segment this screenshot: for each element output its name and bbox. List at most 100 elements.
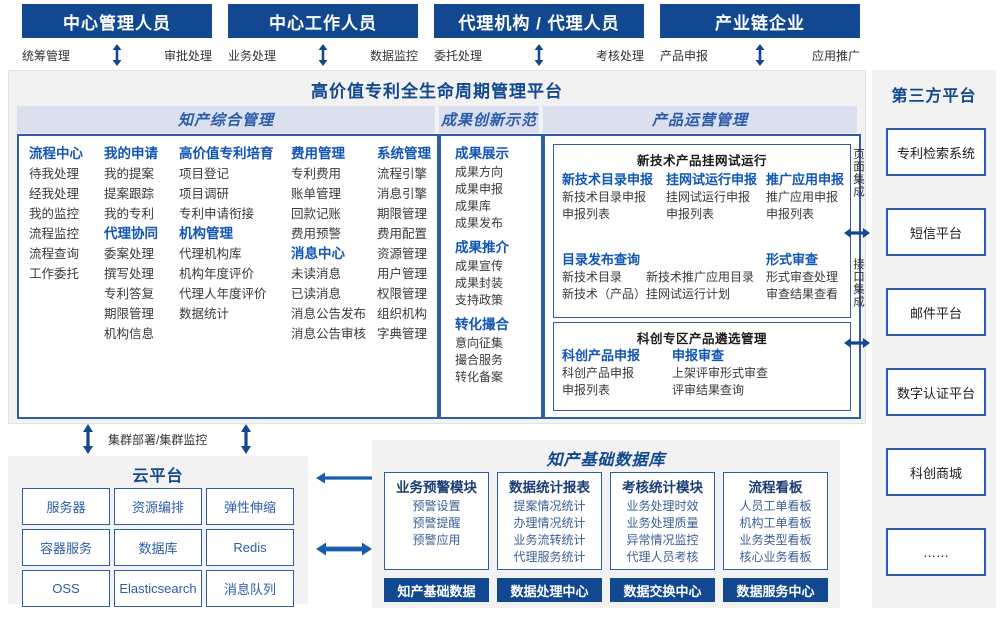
group-head[interactable]: 目录发布查询 (562, 252, 641, 267)
menu-item[interactable]: 消息引擎 (377, 187, 428, 201)
db-card-item[interactable]: 代理人员考核 (626, 550, 699, 564)
menu-item[interactable]: 权限管理 (377, 287, 428, 301)
db-card-item[interactable]: 机构工单看板 (739, 516, 812, 530)
menu-item[interactable]: 撮合服务 (455, 353, 504, 367)
menu-item[interactable]: 字典管理 (377, 327, 428, 341)
cloud-cell-mq[interactable]: 消息队列 (206, 570, 294, 607)
cloud-cell-autoscaling[interactable]: 弹性伸缩 (206, 488, 294, 525)
menu-item[interactable]: 申报列表 (666, 207, 715, 221)
menu-item[interactable]: 提案跟踪 (104, 187, 155, 201)
menu-item[interactable]: 流程引擎 (377, 167, 428, 181)
menu-item[interactable]: 上架评审形式审查 (672, 366, 769, 380)
menu-item[interactable]: 成果发布 (455, 216, 504, 230)
menu-item[interactable]: 工作委托 (29, 267, 80, 281)
menu-item[interactable]: 成果封装 (455, 276, 504, 290)
cloud-cell-elasticsearch[interactable]: Elasticsearch (114, 570, 202, 607)
menu-item[interactable]: 撰写处理 (104, 267, 155, 281)
db-card-item[interactable]: 办理情况统计 (513, 516, 586, 530)
menu-item[interactable]: 成果库 (455, 199, 492, 213)
menu-item[interactable]: 专利答复 (104, 287, 155, 301)
menu-item[interactable]: 资源管理 (377, 247, 428, 261)
group-head[interactable]: 成果展示 (455, 146, 509, 161)
cloud-cell-server[interactable]: 服务器 (22, 488, 110, 525)
menu-item[interactable]: 期限管理 (104, 307, 155, 321)
db-card-item[interactable]: 业务处理质量 (626, 516, 699, 530)
menu-item[interactable]: 意向征集 (455, 336, 504, 350)
db-card-item[interactable]: 预警应用 (412, 533, 461, 547)
menu-item[interactable]: 形式审查处理 (766, 270, 839, 284)
group-head[interactable]: 流程中心 (29, 146, 83, 161)
menu-item[interactable]: 专利费用 (291, 167, 342, 181)
db-footer-service[interactable]: 数据服务中心 (723, 578, 828, 602)
cloud-cell-orchestration[interactable]: 资源编排 (114, 488, 202, 525)
group-head[interactable]: 我的申请 (104, 146, 158, 161)
group-head[interactable]: 转化撮合 (455, 317, 509, 332)
menu-item[interactable]: 专利申请衔接 (179, 207, 255, 221)
menu-item[interactable]: 推广应用申报 (766, 190, 839, 204)
third-party-item-4[interactable]: 科创商城 (886, 448, 986, 496)
menu-item[interactable]: 经我处理 (29, 187, 80, 201)
menu-item[interactable]: 项目调研 (179, 187, 230, 201)
menu-item[interactable]: 新技术目录申报 (562, 190, 647, 204)
actor-box-3[interactable]: 产业链企业 (660, 4, 860, 38)
third-party-item-1[interactable]: 短信平台 (886, 208, 986, 256)
db-card-item[interactable]: 人员工单看板 (739, 499, 812, 513)
menu-item[interactable]: 流程查询 (29, 247, 80, 261)
menu-item[interactable]: 成果方向 (455, 165, 504, 179)
group-head[interactable]: 费用管理 (291, 146, 345, 161)
menu-item[interactable]: 审查结果查看 (766, 287, 839, 301)
menu-item[interactable]: 新技术（产品）挂网试运行计划 (562, 287, 731, 301)
db-card-item[interactable]: 业务流转统计 (513, 533, 586, 547)
menu-item[interactable]: 申报列表 (562, 383, 611, 397)
menu-item[interactable]: 转化备案 (455, 370, 504, 384)
menu-item[interactable]: 挂网试运行申报 (666, 190, 751, 204)
group-head[interactable]: 代理协同 (104, 226, 158, 241)
group-head[interactable]: 推广应用申报 (766, 172, 845, 187)
db-card-item[interactable]: 异常情况监控 (626, 533, 699, 547)
menu-item[interactable]: 消息公告发布 (291, 307, 367, 321)
menu-item[interactable]: 科创产品申报 (562, 366, 635, 380)
menu-item[interactable]: 代理人年度评价 (179, 287, 267, 301)
group-head[interactable]: 系统管理 (377, 146, 431, 161)
menu-item[interactable]: 期限管理 (377, 207, 428, 221)
menu-item[interactable]: 申报列表 (766, 207, 815, 221)
actor-box-0[interactable]: 中心管理人员 (22, 4, 212, 38)
db-card-item[interactable]: 预警设置 (412, 499, 461, 513)
menu-item[interactable]: 流程监控 (29, 227, 80, 241)
menu-item[interactable]: 账单管理 (291, 187, 342, 201)
db-card-item[interactable]: 提案情况统计 (513, 499, 586, 513)
db-card-item[interactable]: 业务处理时效 (626, 499, 699, 513)
group-head[interactable]: 成果推介 (455, 240, 509, 255)
menu-item[interactable]: 机构信息 (104, 327, 155, 341)
menu-item[interactable]: 回款记账 (291, 207, 342, 221)
menu-item[interactable]: 新技术目录 新技术推广应用目录 (562, 270, 755, 284)
menu-item[interactable]: 未读消息 (291, 267, 342, 281)
actor-box-1[interactable]: 中心工作人员 (228, 4, 418, 38)
third-party-item-2[interactable]: 邮件平台 (886, 288, 986, 336)
actor-box-2[interactable]: 代理机构 / 代理人员 (434, 4, 644, 38)
menu-item[interactable]: 委案处理 (104, 247, 155, 261)
db-footer-processing[interactable]: 数据处理中心 (497, 578, 602, 602)
db-card-item[interactable]: 代理服务统计 (513, 550, 586, 564)
menu-item[interactable]: 组织机构 (377, 307, 428, 321)
menu-item[interactable]: 评审结果查询 (672, 383, 745, 397)
group-head[interactable]: 新技术目录申报 (562, 172, 654, 187)
cloud-cell-database[interactable]: 数据库 (114, 529, 202, 566)
menu-item[interactable]: 代理机构库 (179, 247, 242, 261)
db-footer-base-data[interactable]: 知产基础数据 (384, 578, 489, 602)
menu-item[interactable]: 消息公告审核 (291, 327, 367, 341)
menu-item[interactable]: 我的专利 (104, 207, 155, 221)
db-card-item[interactable]: 核心业务看板 (739, 550, 812, 564)
cloud-cell-oss[interactable]: OSS (22, 570, 110, 607)
group-head[interactable]: 形式审查 (766, 252, 819, 267)
menu-item[interactable]: 已读消息 (291, 287, 342, 301)
db-card-item[interactable]: 预警提醒 (412, 516, 461, 530)
menu-item[interactable]: 我的监控 (29, 207, 80, 221)
menu-item[interactable]: 费用配置 (377, 227, 428, 241)
group-head[interactable]: 申报审查 (672, 348, 725, 363)
menu-item[interactable]: 数据统计 (179, 307, 230, 321)
menu-item[interactable]: 支持政策 (455, 293, 504, 307)
third-party-item-5[interactable]: …… (886, 528, 986, 576)
menu-item[interactable]: 待我处理 (29, 167, 80, 181)
menu-item[interactable]: 申报列表 (562, 207, 611, 221)
